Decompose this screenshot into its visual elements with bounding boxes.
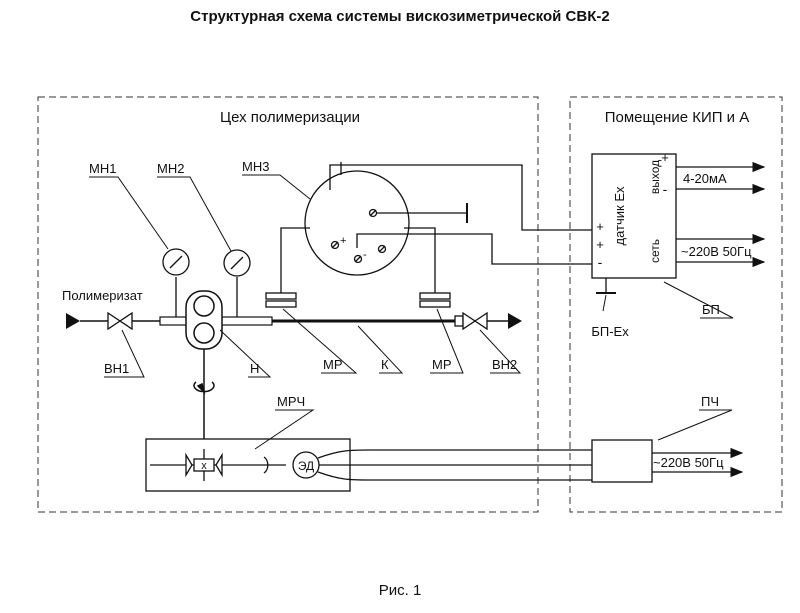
mn2-label: МН2	[157, 161, 184, 176]
workshop-zone	[37, 96, 539, 513]
pch-label: ПЧ	[701, 394, 719, 409]
mr-left-label: МР	[323, 357, 343, 372]
sensor-plus-1: +	[596, 219, 604, 234]
sensor-ex-label: датчик Ех	[612, 186, 627, 245]
output-label: выход	[648, 160, 662, 194]
power-unit-bp: датчик Ех выход сеть + + - + -	[591, 150, 677, 294]
bp-label: БП	[702, 302, 720, 317]
mn3-label: МН3	[242, 159, 269, 174]
svg-text:+: +	[340, 235, 346, 247]
frequency-gearmotor-mrch: ЭД x	[145, 438, 351, 492]
svg-text:-: -	[363, 249, 367, 261]
bp-ex-label: БП-Ех	[591, 324, 629, 339]
pressure-gauge-mn1-icon	[162, 248, 190, 317]
signal-wires	[329, 162, 592, 265]
pressure-gauge-mn2-icon	[223, 249, 251, 317]
bp-outputs	[676, 161, 766, 268]
output-minus: -	[663, 181, 668, 197]
pch-power-lines	[652, 447, 744, 478]
mrch-label: МРЧ	[277, 394, 305, 409]
reducer-icon	[185, 452, 223, 478]
figure-caption: Рис. 1	[378, 582, 422, 599]
gear-pump-icon	[185, 290, 223, 440]
impulse-lines	[265, 227, 451, 308]
sensor-plus-2: +	[596, 237, 604, 252]
control-room-zone	[569, 96, 783, 513]
workshop-zone-label: Цех полимеризации	[220, 109, 360, 126]
valve-vn1-icon	[107, 311, 133, 331]
x-label: x	[201, 460, 207, 472]
pch-power-label: ~220В 50Гц	[653, 455, 724, 470]
network-label: сеть	[648, 239, 662, 263]
mr-right-label: МР	[432, 357, 452, 372]
signal-output-label: 4-20мА	[683, 171, 727, 186]
main-pipeline	[66, 313, 522, 329]
bp-power-label: ~220В 50Гц	[681, 244, 752, 259]
frequency-converter-pch	[591, 439, 653, 483]
vn2-label: ВН2	[492, 357, 517, 372]
mn1-label: МН1	[89, 161, 116, 176]
ed-label: ЭД	[298, 459, 314, 473]
output-plus: +	[661, 150, 669, 165]
k-label: К	[381, 357, 389, 372]
vn1-label: ВН1	[104, 361, 129, 376]
leader-lines	[89, 174, 734, 450]
outlet-arrow-icon	[508, 313, 522, 329]
coupling-icon	[263, 456, 269, 474]
sensor-minus: -	[598, 254, 603, 270]
motor-cable	[317, 449, 592, 481]
polymerizate-label: Полимеризат	[62, 288, 143, 303]
differential-gauge-mn3-icon: + -	[304, 170, 468, 276]
n-label: Н	[250, 361, 259, 376]
inlet-arrow-icon	[66, 313, 80, 329]
control-room-zone-label: Помещение КИП и А	[605, 109, 750, 126]
valve-vn2-icon	[454, 311, 488, 331]
diagram-title: Структурная схема системы вискозиметриче…	[190, 8, 610, 25]
